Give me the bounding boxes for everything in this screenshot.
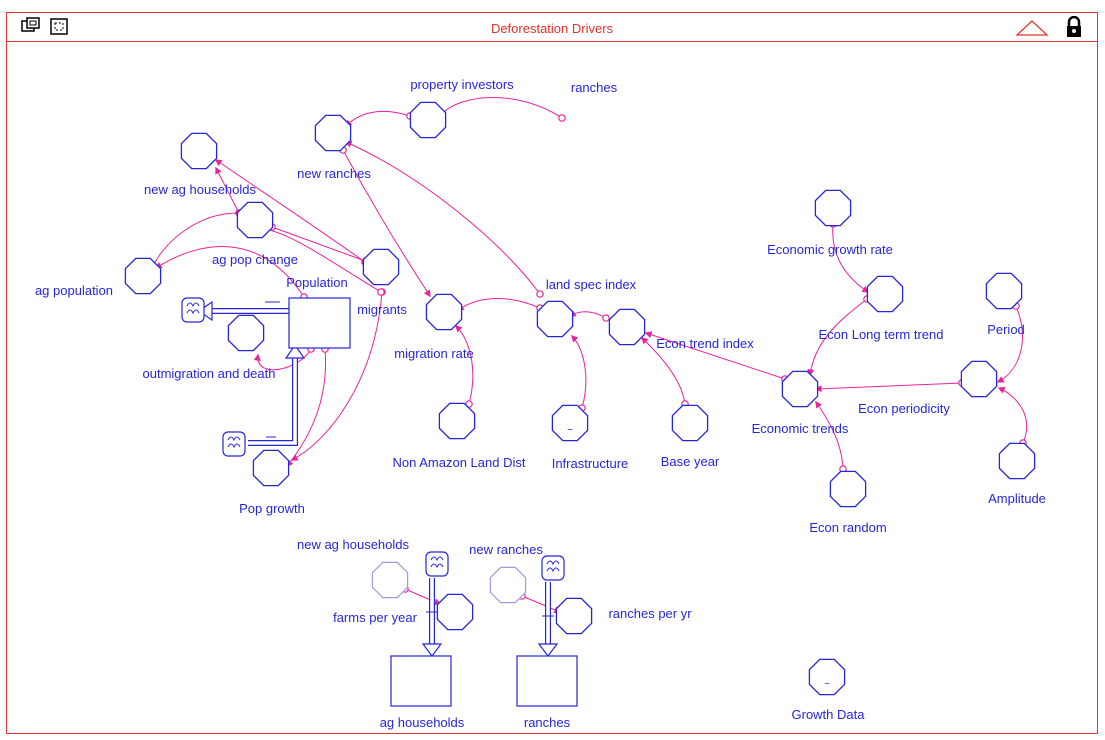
connector-link[interactable]: [151, 212, 241, 270]
converter-outmigration[interactable]: [227, 314, 265, 352]
connector-link[interactable]: [815, 400, 844, 470]
connector-link[interactable]: [521, 595, 562, 614]
connector-link[interactable]: [996, 305, 1023, 383]
converter-base-year[interactable]: [671, 404, 709, 442]
model-canvas[interactable]: [6, 12, 1098, 734]
stock-ag-households[interactable]: [390, 655, 452, 707]
converter-infrastructure[interactable]: [551, 404, 589, 442]
map-layers-icon[interactable]: [21, 17, 43, 40]
ghost-new-ranches[interactable]: [489, 566, 527, 604]
converter-economic-growth-rate[interactable]: [814, 189, 852, 227]
converter-econ-periodicity[interactable]: [960, 360, 998, 398]
connector-link[interactable]: [814, 382, 963, 393]
stock-population[interactable]: [288, 297, 351, 349]
stock-ranches[interactable]: [516, 655, 578, 707]
converter-non-amazon[interactable]: [438, 402, 476, 440]
converter-econ-random[interactable]: [829, 470, 867, 508]
connector-link[interactable]: [214, 159, 366, 263]
connector-link[interactable]: [439, 97, 563, 119]
converter-ag-pop-change[interactable]: [236, 201, 274, 239]
model-layer-icon[interactable]: [49, 17, 71, 42]
converter-new-ranches[interactable]: [314, 114, 352, 152]
converter-growth-data[interactable]: [808, 658, 846, 696]
cloud-source-icon[interactable]: [425, 551, 449, 577]
connector-link[interactable]: [342, 149, 431, 298]
converter-amplitude[interactable]: [998, 442, 1036, 480]
converter-land-spec-index[interactable]: [536, 300, 574, 338]
cloud-source-icon[interactable]: [541, 555, 565, 581]
cloud-source-icon[interactable]: [181, 297, 205, 323]
connector-link[interactable]: [644, 331, 786, 380]
connector-link[interactable]: [215, 166, 240, 214]
converter-ranches-per-yr[interactable]: [555, 597, 593, 635]
converter-econ-long-term[interactable]: [866, 275, 904, 313]
up-triangle-icon[interactable]: [1015, 19, 1049, 42]
connector-link[interactable]: [997, 387, 1028, 444]
connector-link[interactable]: [344, 141, 541, 295]
connector-link[interactable]: [456, 298, 541, 311]
connector-link[interactable]: [271, 226, 370, 264]
connector-link[interactable]: [832, 223, 870, 293]
connector-link[interactable]: [290, 291, 383, 461]
connector-link[interactable]: [154, 246, 305, 298]
cloud-source-icon[interactable]: [222, 431, 246, 457]
converter-new-ag-households[interactable]: [180, 132, 218, 170]
connector-link[interactable]: [455, 325, 474, 405]
connector-link[interactable]: [807, 298, 868, 377]
converter-ag-population[interactable]: [124, 257, 162, 295]
converter-economic-trends[interactable]: [781, 370, 819, 408]
converter-property-investors[interactable]: [409, 101, 447, 139]
connector-link[interactable]: [571, 334, 587, 409]
converter-farms-per-year[interactable]: [436, 593, 474, 631]
connector-link[interactable]: [345, 110, 411, 127]
window-title: Deforestation Drivers: [490, 21, 614, 36]
ghost-new-ag-households[interactable]: [371, 561, 409, 599]
converter-pop-growth[interactable]: [252, 449, 290, 487]
window-titlebar: Deforestation Drivers: [6, 12, 1098, 42]
connector-link[interactable]: [640, 337, 686, 405]
lock-icon[interactable]: [1065, 15, 1083, 43]
converter-migration-rate[interactable]: [425, 293, 463, 331]
converter-econ-trend-index[interactable]: [608, 308, 646, 346]
converter-migrants[interactable]: [362, 248, 400, 286]
converter-period[interactable]: [985, 272, 1023, 310]
